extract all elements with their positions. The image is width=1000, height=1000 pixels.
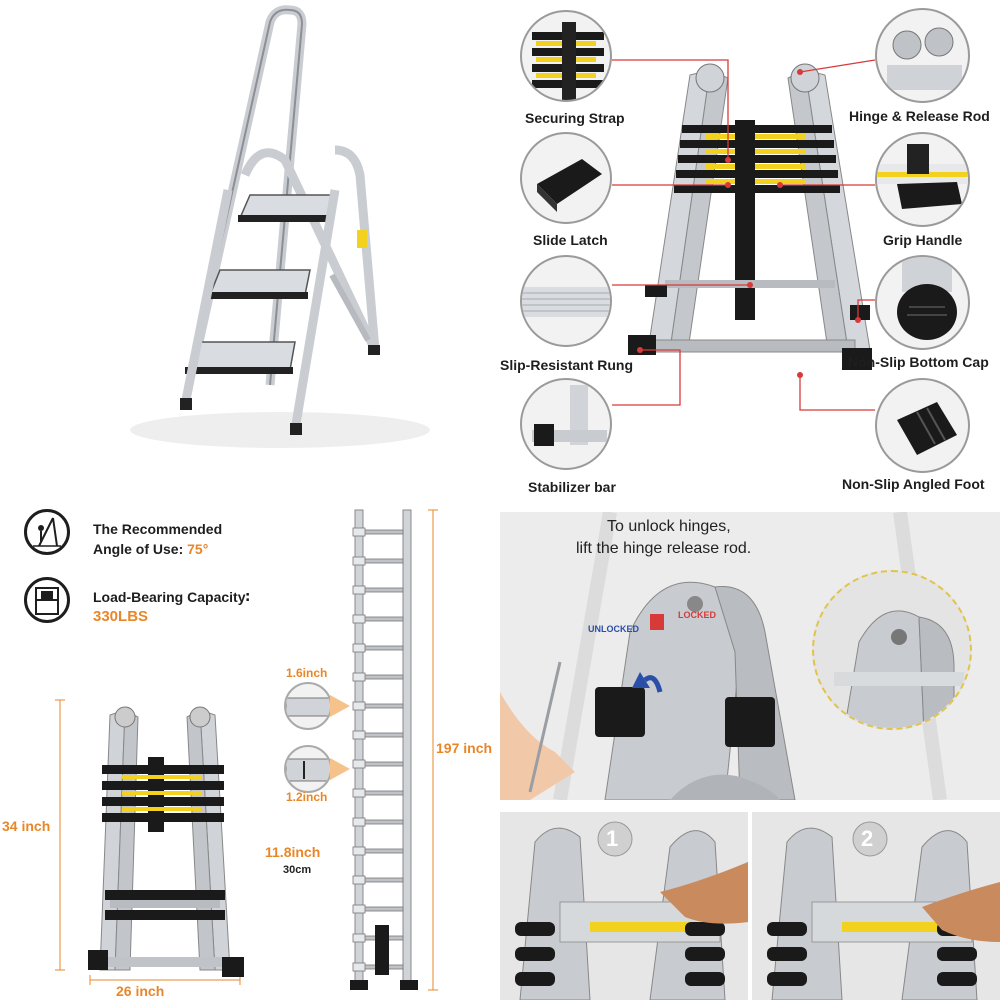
angle-label-line1: The Recommended <box>93 521 223 537</box>
extended-ladder-joint <box>352 875 366 885</box>
extended-ladder-rung <box>362 558 404 564</box>
non-slip-angled-foot-label: Non-Slip Angled Foot <box>842 476 985 492</box>
extended-ladder-rung <box>362 790 404 796</box>
specs-panel: The Recommended Angle of Use: 75° Load-B… <box>0 500 500 1000</box>
extended-ladder-rung <box>362 587 404 593</box>
non-slip-angled-foot-thumbnail <box>875 378 970 473</box>
extended-ladder-image <box>350 509 438 991</box>
extended-ladder-joint <box>352 933 366 943</box>
securing-strap-label: Securing Strap <box>525 110 625 126</box>
stabilizer-bar-label: Stabilizer bar <box>528 479 616 495</box>
extended-ladder-joint <box>352 614 366 624</box>
step-stool-panel <box>110 0 430 470</box>
unlock-instruction-line1: To unlock hinges, <box>607 518 731 535</box>
hinge-release-rod-label: Hinge & Release Rod <box>849 108 990 124</box>
load-capacity-icon <box>24 577 70 623</box>
grip-handle-thumbnail <box>875 132 970 227</box>
extended-ladder-joint <box>352 701 366 711</box>
callout-connectors <box>612 59 876 411</box>
unlock-instruction-line2: lift the hinge release rod. <box>576 540 752 557</box>
extended-ladder-joint <box>352 730 366 740</box>
extended-ladder-joint <box>352 759 366 769</box>
slip-resistant-rung-thumbnail <box>520 255 612 347</box>
extended-ladder-joint <box>352 672 366 682</box>
step-one-panel: 1 <box>500 812 748 1000</box>
rung-width-arrow <box>330 695 350 717</box>
rung-spacing-cm-label: 30cm <box>283 864 312 876</box>
load-value: 330LBS <box>93 608 149 625</box>
hinge-release-rod-thumbnail <box>875 8 970 103</box>
step-one-number: 1 <box>606 826 619 851</box>
folded-height-label: 34 inch <box>2 818 51 834</box>
step-one-image <box>515 821 748 1000</box>
extended-ladder-joint <box>352 817 366 827</box>
rung-depth-label: 1.2inch <box>286 790 328 804</box>
angle-value: 75° <box>187 541 209 557</box>
features-panel: Securing Strap Slide Latch Slip-Resistan… <box>500 0 1000 500</box>
step-stool-image <box>130 5 430 448</box>
rung-width-label: 1.6inch <box>286 666 328 680</box>
rung-depth-arrow <box>330 758 350 780</box>
unlock-panel: To unlock hinges, lift the hinge release… <box>500 512 1000 800</box>
extended-ladder-rung <box>362 703 404 709</box>
extended-ladder-rung <box>362 732 404 738</box>
a-frame-ladder-image <box>628 63 872 370</box>
step-two-number: 2 <box>861 826 874 851</box>
load-capacity-text: Load-Bearing Capacity∶ 330LBS <box>93 587 250 627</box>
extended-ladder-joint <box>352 643 366 653</box>
extended-ladder-rung <box>362 906 404 912</box>
folded-ladder-image <box>55 699 244 985</box>
unlocked-tag: UNLOCKED <box>588 624 639 634</box>
securing-strap-thumbnail <box>520 10 612 102</box>
non-slip-bottom-cap-label: Non-Slip Bottom Cap <box>848 354 989 370</box>
extended-ladder-rung <box>362 674 404 680</box>
extended-ladder-joint <box>352 788 366 798</box>
folded-width-label: 26 inch <box>116 983 165 999</box>
extended-height-label: 197 inch <box>436 740 493 756</box>
step-two-panel: 2 <box>752 812 1000 1000</box>
extended-ladder-joint <box>352 904 366 914</box>
slide-latch-label: Slide Latch <box>533 232 608 248</box>
locked-tag: LOCKED <box>678 610 716 620</box>
slide-latch-thumbnail <box>520 132 612 224</box>
extended-ladder-rung <box>362 645 404 651</box>
extended-ladder-joint <box>352 527 366 537</box>
extended-ladder-rung <box>362 819 404 825</box>
extended-ladder-rung <box>362 616 404 622</box>
extended-ladder-joint <box>352 556 366 566</box>
non-slip-bottom-cap-thumbnail <box>875 255 970 350</box>
extended-ladder-joint <box>352 846 366 856</box>
rung-spacing-label: 11.8inch <box>265 844 321 860</box>
rung-width-thumbnail <box>284 682 332 730</box>
extended-ladder-joint <box>352 585 366 595</box>
grip-handle-label: Grip Handle <box>883 232 963 248</box>
step-two-image <box>767 821 1000 1000</box>
unlock-hinge-image <box>500 512 947 800</box>
angle-of-use-icon <box>24 509 70 555</box>
hinge-closeup-circle <box>812 570 972 730</box>
load-label: Load-Bearing Capacity∶ <box>93 589 250 605</box>
slip-resistant-rung-label: Slip-Resistant Rung <box>500 357 634 373</box>
angle-of-use-text: The Recommended Angle of Use: 75° <box>93 519 222 559</box>
extended-ladder-rung <box>362 761 404 767</box>
extended-ladder-joint <box>352 962 366 972</box>
extended-ladder-rung <box>362 848 404 854</box>
extended-ladder-rung <box>362 877 404 883</box>
rung-depth-thumbnail <box>284 745 332 793</box>
angle-label-line2: Angle of Use: <box>93 541 184 557</box>
extended-ladder-rung <box>362 529 404 535</box>
stabilizer-bar-thumbnail <box>520 378 612 470</box>
